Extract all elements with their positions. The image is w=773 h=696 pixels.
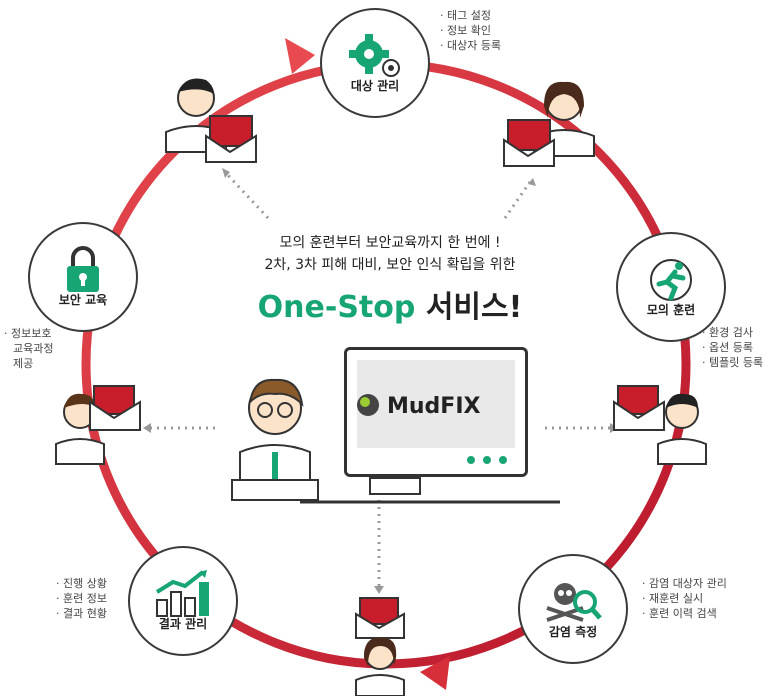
monitor-dots-icon — [467, 456, 507, 464]
note-item: · 템플릿 등록 — [702, 356, 764, 369]
note-item: · 정보보호 — [4, 327, 52, 340]
mudfix-logo-icon — [357, 394, 379, 416]
person-envelope-icon — [355, 597, 405, 696]
monitor-stand-icon — [300, 477, 560, 504]
headline-green: One-Stop — [257, 290, 416, 325]
note-item: · 훈련 정보 — [56, 592, 107, 605]
note-item: 교육과정 — [13, 342, 54, 355]
lock-icon — [67, 246, 99, 292]
notes-education: · 정보보호 교육과정 제공 — [4, 326, 53, 371]
note-item: · 재훈련 실시 — [642, 592, 704, 605]
mudfix-logo: MudFIX — [387, 394, 481, 419]
center-message: 모의 훈련부터 보안교육까지 한 번에 ! 2차, 3차 피해 대비, 보안 인… — [210, 232, 570, 326]
running-man-icon — [650, 259, 692, 301]
note-item: · 훈련 이력 검색 — [642, 607, 717, 620]
note-item: · 대상자 등록 — [440, 39, 502, 52]
node-label: 결과 관리 — [158, 617, 208, 631]
node-result-management: 결과 관리 — [128, 546, 238, 656]
arrowhead-top — [285, 38, 315, 74]
person-envelope-icon — [503, 81, 595, 167]
note-item: · 정보 확인 — [440, 24, 491, 37]
notes-training: · 환경 검사 · 옵션 등록 · 템플릿 등록 — [702, 325, 763, 370]
note-item: · 결과 현황 — [56, 607, 107, 620]
person-envelope-icon — [613, 385, 707, 465]
note-item: · 옵션 등록 — [702, 341, 753, 354]
note-item: · 감염 대상자 관리 — [642, 577, 727, 590]
node-mock-training: 모의 훈련 — [616, 232, 726, 342]
monitor-screen: MudFIX — [357, 360, 515, 448]
center-line-2: 2차, 3차 피해 대비, 보안 인식 확립을 위한 — [264, 257, 516, 273]
person-envelope-icon — [55, 385, 141, 465]
reader-person-icon — [231, 378, 319, 501]
node-security-education: 보안 교육 — [28, 222, 138, 332]
monitor: MudFIX — [344, 347, 528, 477]
skull-magnifier-icon — [546, 583, 602, 622]
note-item: · 태그 설정 — [440, 9, 491, 22]
node-target-management: 대상 관리 — [320, 8, 430, 118]
node-label: 보안 교육 — [58, 293, 108, 307]
notes-target: · 태그 설정 · 정보 확인 · 대상자 등록 — [440, 8, 501, 53]
node-label: 대상 관리 — [350, 79, 400, 93]
person-envelope-icon — [165, 78, 257, 163]
node-label: 감염 측정 — [548, 625, 598, 639]
node-infection-measurement: 감염 측정 — [518, 554, 628, 664]
note-item: · 환경 검사 — [702, 326, 753, 339]
note-item: 제공 — [13, 357, 34, 370]
note-item: · 진행 상황 — [56, 577, 107, 590]
bar-chart-icon — [155, 570, 209, 617]
center-line-1: 모의 훈련부터 보안교육까지 한 번에 ! — [279, 235, 501, 251]
node-label: 모의 훈련 — [646, 303, 696, 317]
dotted-connectors — [148, 170, 612, 588]
headline-dark: 서비스! — [415, 290, 523, 325]
gear-icon — [349, 34, 400, 77]
notes-infection: · 감염 대상자 관리 · 재훈련 실시 · 훈련 이력 검색 — [642, 576, 727, 621]
headline: One-Stop 서비스! — [210, 282, 570, 326]
arrowhead-bottom — [420, 656, 450, 690]
notes-result: · 진행 상황 · 훈련 정보 · 결과 현황 — [56, 576, 107, 621]
